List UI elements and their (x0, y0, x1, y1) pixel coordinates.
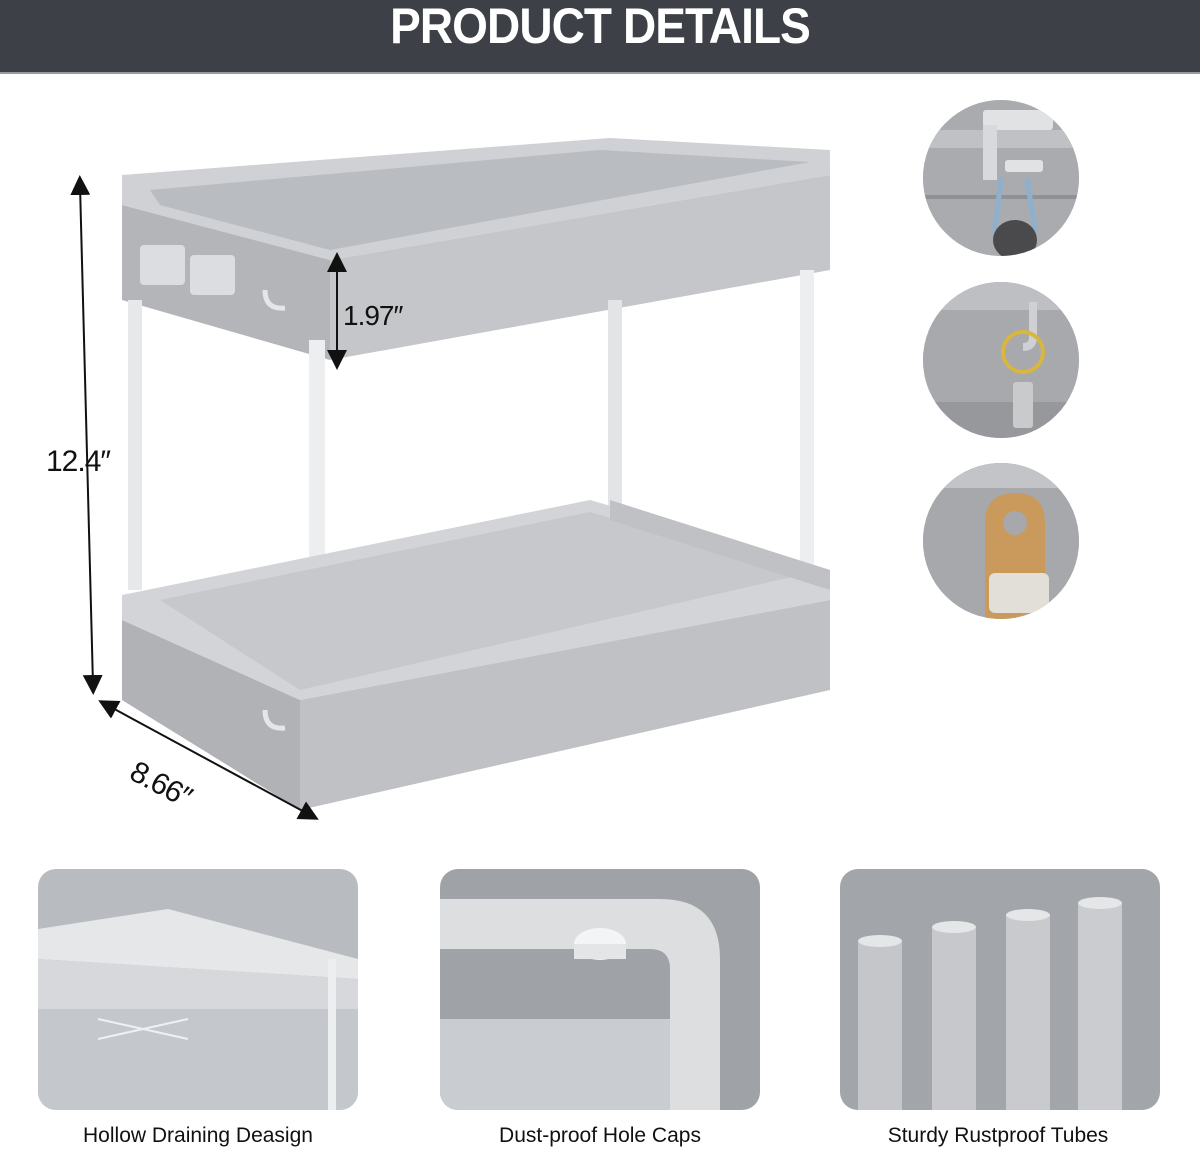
organizer-rack-illustration (70, 138, 830, 820)
caption-hole-caps: Dust-proof Hole Caps (499, 1124, 701, 1147)
key-hook-image (923, 282, 1079, 438)
hole-caps-image (440, 869, 760, 1110)
feature-card-rustproof-tubes (840, 869, 1160, 1110)
caption-rustproof-tubes: Sturdy Rustproof Tubes (887, 1124, 1109, 1147)
caption-hollow-draining: Hollow Draining Deasign (83, 1124, 313, 1147)
header-banner: PRODUCT DETAILS (0, 0, 1200, 74)
feature-card-hole-caps (440, 869, 760, 1110)
detail-circle-key-hook (923, 282, 1079, 438)
detail-circle-brush-hook (923, 463, 1079, 619)
tray-depth-dimension-label: 1.97″ (343, 300, 403, 331)
rustproof-tubes-image (840, 869, 1160, 1110)
height-dimension-label: 12.4″ (46, 445, 111, 478)
bag-clip-image (923, 100, 1079, 256)
detail-circle-bag-clip (923, 100, 1079, 256)
feature-card-hollow-draining (38, 869, 358, 1110)
hollow-draining-image (38, 869, 358, 1110)
brush-hook-image (923, 463, 1079, 619)
page-title: PRODUCT DETAILS (390, 0, 811, 54)
main-product-image: 12.4″ 1.97″ 8.66″ (0, 80, 900, 840)
